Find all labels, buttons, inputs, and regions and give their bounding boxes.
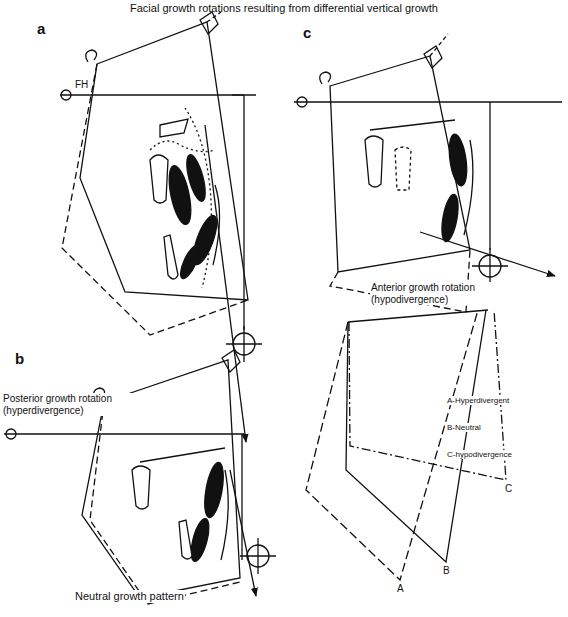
panel-a-teeth-stroke (183, 153, 209, 203)
panel-c-outline-stroke (297, 97, 307, 107)
point-letter: A (396, 583, 405, 595)
panel-c-outline-stroke (472, 248, 508, 284)
panel-b-teeth-stroke (201, 461, 226, 519)
panel-a-outline-stroke (62, 64, 248, 335)
rotation-caption: Anterior growth rotation (hypodivergence… (370, 282, 502, 305)
panel-c-outline-stroke (330, 56, 470, 272)
panel-b-outline-stroke (4, 433, 244, 434)
panel-a-teeth-stroke (213, 185, 220, 265)
figure-title: Facial growth rotations resulting from d… (0, 2, 568, 14)
panel-letter: b (14, 350, 25, 367)
panel-c-outline-stroke (420, 232, 555, 276)
point-letter: B (442, 565, 451, 577)
panel-b-teeth-stroke (140, 448, 225, 462)
panel-c-outline-stroke (320, 72, 331, 84)
panel-a-teeth-stroke (150, 155, 168, 203)
rotation-schematic-stroke (346, 310, 486, 562)
key-text: A-Hyperdivergent (446, 396, 510, 405)
panel-a-outline-stroke (61, 90, 71, 100)
panel-b-outline-stroke (90, 402, 240, 604)
panel-b-teeth (132, 448, 228, 563)
panel-a-outline-stroke (205, 125, 246, 442)
rotation-caption: Neutral growth pattern (74, 590, 185, 603)
rotation-schematic (306, 310, 506, 580)
panel-b-outline-stroke (222, 350, 240, 372)
panel-b-outline-stroke (241, 434, 242, 560)
panel-a-teeth-stroke (177, 243, 203, 281)
panel-c-outline-stroke (489, 102, 490, 250)
panel-c-outline (294, 34, 562, 312)
panel-c-outline-stroke (430, 34, 448, 56)
panel-b-teeth-stroke (221, 470, 228, 560)
panel-c-teeth-stroke (395, 147, 411, 190)
rotation-caption: Posterior growth rotation (hyperdivergen… (2, 393, 144, 416)
point-letter: C (504, 483, 513, 495)
panel-a-teeth-stroke (160, 119, 188, 137)
panel-c-teeth-stroke (370, 120, 455, 130)
panel-c-teeth-stroke (464, 140, 473, 235)
key-text: B-Neutral (446, 423, 482, 432)
panel-c-teeth-stroke (439, 193, 461, 243)
panel-a-outline (60, 12, 262, 442)
panel-c-outline-stroke (294, 101, 562, 102)
panel-a-outline-stroke (150, 141, 215, 152)
panel-a-outline-stroke (243, 95, 244, 330)
panel-letter: a (36, 20, 46, 37)
panel-b-outline (4, 350, 276, 604)
panel-c-teeth-stroke (365, 136, 383, 187)
panel-c-teeth (365, 120, 473, 243)
panel-letter: c (302, 24, 312, 41)
panel-a-teeth-stroke (164, 235, 178, 279)
key-text: C-hypodivergence (446, 450, 513, 459)
panel-b-outline-stroke (6, 429, 16, 439)
panel-c-outline-stroke (424, 46, 442, 68)
panel-b-teeth-stroke (132, 466, 150, 509)
panel-b-outline-stroke (230, 470, 256, 596)
panel-c-teeth-stroke (446, 133, 469, 187)
panel-a-teeth (150, 119, 221, 281)
rotation-schematic-stroke (348, 310, 488, 322)
panel-a-outline-stroke (232, 94, 244, 95)
panel-b-teeth-stroke (179, 520, 192, 559)
panel-a-outline-stroke (60, 94, 256, 95)
plane-label: FH (74, 79, 89, 91)
rotation-schematic-stroke (306, 310, 478, 580)
panel-a-outline-stroke (86, 50, 97, 62)
